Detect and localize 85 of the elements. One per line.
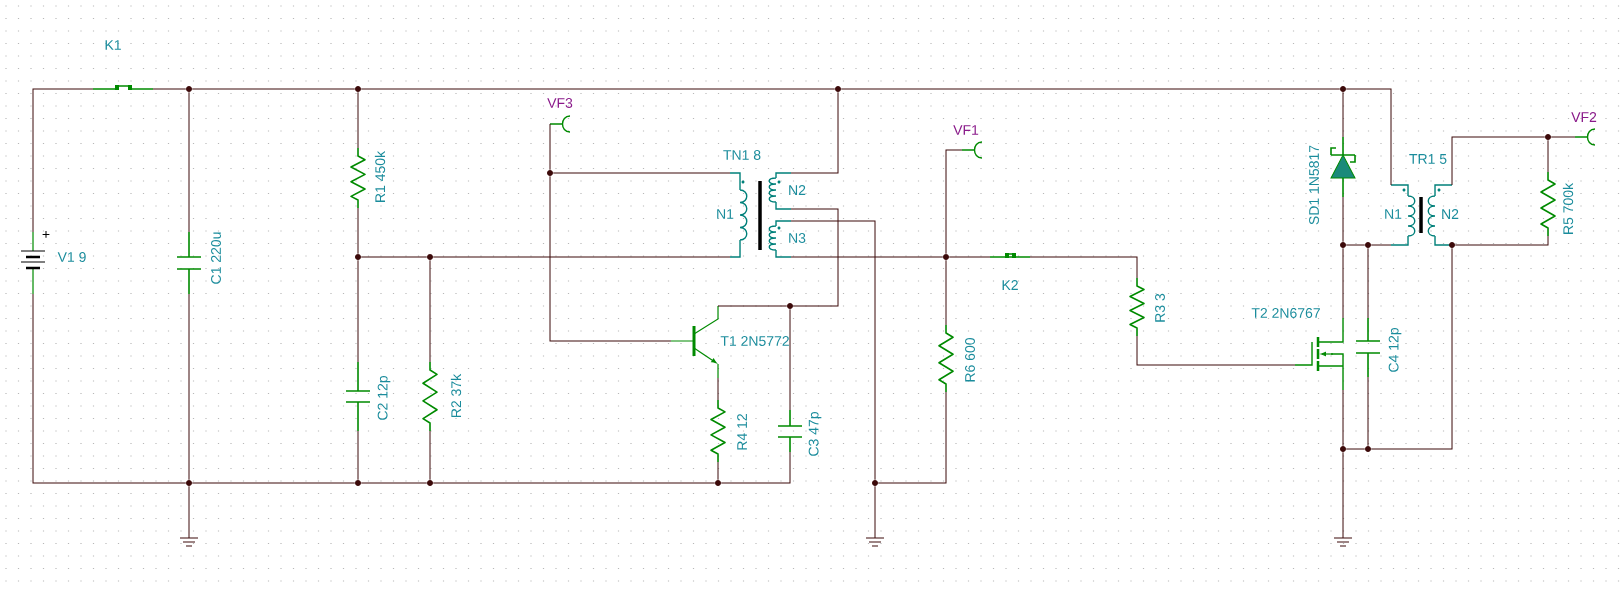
wire xyxy=(191,88,356,90)
component-label: C1 220u xyxy=(211,232,221,284)
wire xyxy=(360,256,428,258)
wire xyxy=(188,91,190,233)
winding-label: N1 xyxy=(717,209,734,219)
terminal-label: VF3 xyxy=(547,98,573,108)
winding-label: N3 xyxy=(789,233,806,243)
wire xyxy=(1029,256,1138,279)
component-label: R5 700k xyxy=(1562,182,1574,234)
wire xyxy=(720,451,791,484)
wire xyxy=(1550,136,1576,138)
wire xyxy=(432,482,716,484)
wire xyxy=(717,377,719,401)
wire xyxy=(1342,196,1344,243)
component-label: SD1 1N5817 xyxy=(1309,145,1319,225)
wire xyxy=(1367,376,1369,447)
wire xyxy=(357,430,359,481)
polarity-sign: + xyxy=(42,230,50,238)
ground-symbol xyxy=(1333,537,1353,547)
ground-symbol xyxy=(865,537,885,547)
wire xyxy=(429,259,431,363)
wire xyxy=(429,430,431,481)
wire xyxy=(790,220,876,481)
wire xyxy=(432,256,731,258)
wire xyxy=(549,123,551,171)
wire xyxy=(1454,235,1549,246)
wire xyxy=(1547,139,1549,173)
component-label: K1 xyxy=(105,40,121,50)
wire xyxy=(549,175,672,342)
component-label: R2 37k xyxy=(450,373,462,418)
wire xyxy=(1367,247,1369,319)
wire xyxy=(357,259,359,363)
wire xyxy=(357,91,359,149)
component-label: K2 xyxy=(1002,280,1018,290)
component-label: TN1 8 xyxy=(723,150,761,160)
wire xyxy=(32,293,187,484)
wire xyxy=(874,485,876,539)
component-label: R3 3 xyxy=(1155,293,1165,322)
component-label: TR1 5 xyxy=(1409,154,1447,164)
wire xyxy=(945,149,963,255)
wire xyxy=(357,207,359,255)
terminal-label: VF1 xyxy=(953,125,979,135)
wire xyxy=(1345,88,1392,186)
wire xyxy=(552,172,731,174)
winding-label: N2 xyxy=(1442,209,1459,219)
ground-symbol xyxy=(179,537,199,547)
component-label: T1 2N5772 xyxy=(720,336,789,346)
component-label: C3 47p xyxy=(808,412,822,456)
wire xyxy=(877,391,947,484)
wire xyxy=(1345,244,1366,246)
wire xyxy=(1345,448,1366,450)
wire xyxy=(1342,247,1344,319)
wire xyxy=(1342,451,1344,539)
wire xyxy=(360,88,836,90)
component-label: C2 12p xyxy=(377,376,391,420)
wire xyxy=(191,482,356,484)
winding-label: N1 xyxy=(1385,209,1402,219)
wire xyxy=(717,461,719,481)
wire xyxy=(1342,91,1344,138)
wire xyxy=(32,88,94,233)
wire xyxy=(717,305,788,307)
wire xyxy=(790,91,839,174)
wire xyxy=(790,256,944,258)
wire xyxy=(840,88,1341,90)
wire xyxy=(188,485,190,539)
wire xyxy=(789,308,791,411)
wire xyxy=(945,259,947,326)
wire xyxy=(152,88,187,90)
component-label: R4 12 xyxy=(737,414,747,450)
wire xyxy=(1370,247,1453,450)
component-label: V1 9 xyxy=(57,252,86,262)
wire xyxy=(948,256,991,258)
wire xyxy=(1451,136,1546,186)
wire xyxy=(188,293,190,481)
wire xyxy=(790,208,839,307)
winding-label: N2 xyxy=(789,185,806,195)
wire xyxy=(360,482,428,484)
wire xyxy=(1136,335,1296,366)
component-label: C4 12p xyxy=(1388,328,1402,372)
component-label: R6 600 xyxy=(965,338,975,382)
component-label: T2 2N6767 xyxy=(1251,308,1320,318)
terminal-label: VF2 xyxy=(1571,112,1597,122)
wire xyxy=(1370,244,1392,246)
component-label: R1 450k xyxy=(374,150,386,202)
wire xyxy=(1342,389,1344,447)
